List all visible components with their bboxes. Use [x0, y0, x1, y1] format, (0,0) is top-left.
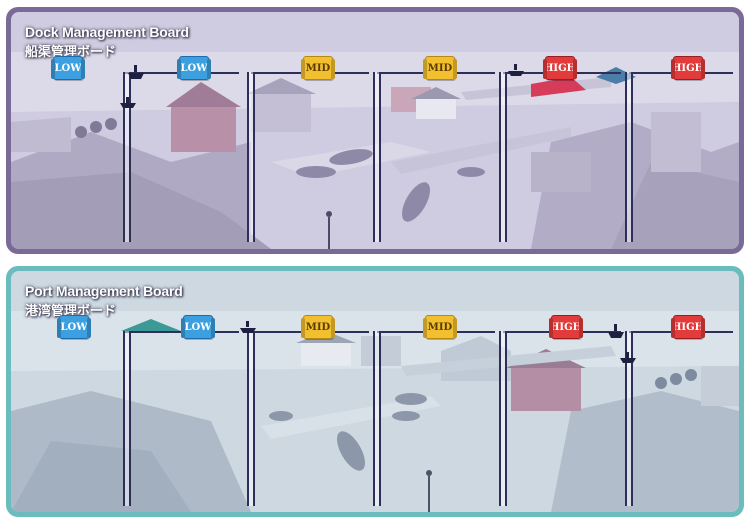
dock-board-title: Dock Management Board	[25, 24, 189, 40]
dock-slot-2-low-tier[interactable]: LOW	[179, 56, 209, 80]
ship-icon	[120, 97, 136, 108]
port-slot-3-mid-tier[interactable]: MID	[303, 315, 333, 339]
port-slot-5-high-tier[interactable]: HIGH	[550, 315, 582, 339]
port-column-divider	[373, 331, 381, 506]
port-column-divider	[499, 331, 507, 506]
port-column-divider	[625, 331, 633, 506]
port-column-divider	[123, 331, 131, 506]
dock-slot-3-mid-tier[interactable]: MID	[303, 56, 333, 80]
port-board-subtitle: 港湾管理ボード	[25, 303, 117, 318]
dock-slot-5-high-tier[interactable]: HIGH	[544, 56, 576, 80]
ship-icon	[240, 321, 256, 333]
dock-column-divider	[123, 72, 131, 242]
dock-column-divider	[373, 72, 381, 242]
dock-slot-6-high-tier[interactable]: HIGH	[672, 56, 704, 80]
dock-slot-4-mid-tier[interactable]: MID	[425, 56, 455, 80]
dock-slot-1-low-tier[interactable]: LOW	[53, 56, 83, 80]
dock-column-divider	[625, 72, 633, 242]
port-slot-1-low-tier[interactable]: LOW	[59, 315, 89, 339]
dock-board-subtitle: 船渠管理ボード	[25, 44, 117, 59]
port-slot-4-mid-tier[interactable]: MID	[425, 315, 455, 339]
dock-management-board: Dock Management Board 船渠管理ボード LOW LOW MI…	[6, 7, 744, 254]
port-slot-2-low-tier[interactable]: LOW	[183, 315, 213, 339]
port-slot-6-high-tier[interactable]: HIGH	[672, 315, 704, 339]
port-column-divider	[247, 331, 255, 506]
dock-column-divider	[499, 72, 507, 242]
dock-board-area: Dock Management Board 船渠管理ボード LOW LOW MI…	[11, 12, 739, 249]
ship-icon	[128, 65, 144, 79]
ship-icon	[508, 64, 524, 76]
port-management-board: Port Management Board 港湾管理ボード LOW LOW MI…	[6, 266, 744, 517]
dock-column-divider	[247, 72, 255, 242]
port-board-title: Port Management Board	[25, 283, 183, 299]
ship-icon	[620, 352, 636, 363]
ship-icon	[608, 324, 624, 338]
port-board-area: Port Management Board 港湾管理ボード LOW LOW MI…	[11, 271, 739, 512]
dock-harbor-illustration	[11, 12, 739, 249]
